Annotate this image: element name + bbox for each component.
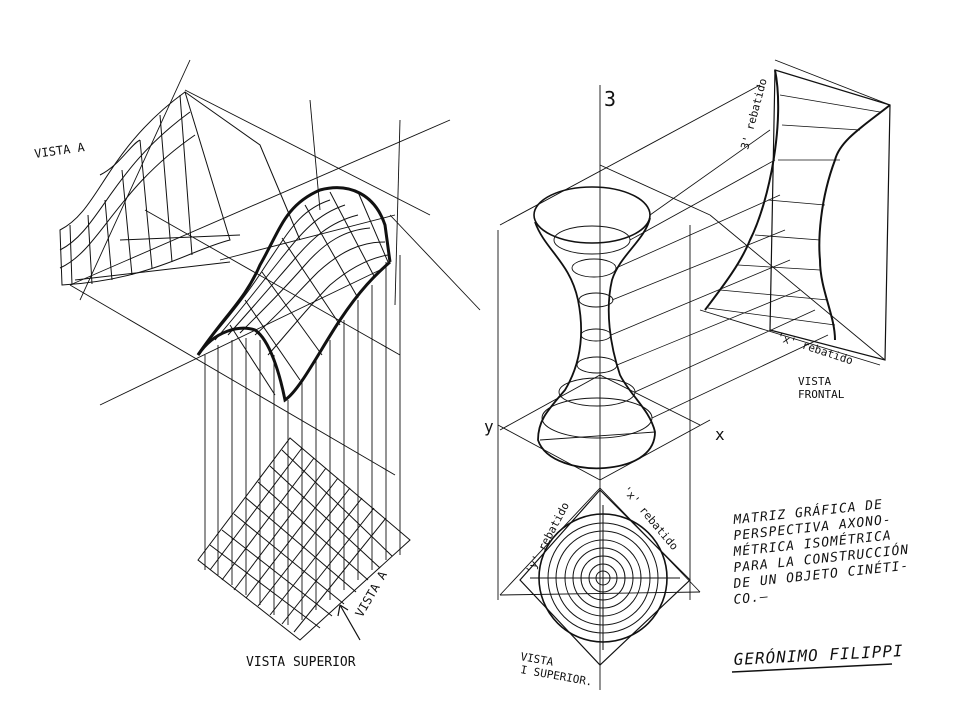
axis-y-label: y xyxy=(484,417,494,436)
axis-z-label: 3 xyxy=(604,87,616,111)
signature-underline xyxy=(731,663,893,673)
vista-a-surface xyxy=(59,91,301,286)
projection-lines xyxy=(204,255,401,625)
vista-superior-circles xyxy=(519,489,691,666)
axis-x-label: x xyxy=(715,425,725,444)
vista-frontal-profile xyxy=(704,69,891,361)
left-isometric-drawing xyxy=(59,59,481,641)
right-isometric-drawing xyxy=(497,59,891,690)
hourglass-solid xyxy=(533,129,829,470)
right-construction-lines xyxy=(497,59,891,690)
vista-a-label: VISTA A xyxy=(33,140,86,161)
vista-superior-right-line-2: I SUPERIOR. xyxy=(519,663,593,688)
left-construction-lines xyxy=(69,59,481,476)
vista-a-arrow xyxy=(337,604,361,641)
title-note: MATRIZ GRÁFICA DE PERSPECTIVA AXONO- MÉT… xyxy=(732,496,910,608)
vista-frontal-line-2: FRONTAL xyxy=(798,388,845,401)
note-line-6: CO.— xyxy=(733,589,770,608)
vista-frontal-line-1: VISTA xyxy=(798,375,831,388)
vista-superior-right-line-1: VISTA xyxy=(519,650,554,669)
top-view-grid xyxy=(197,437,411,641)
z-rebatido-label: 3' rebatido xyxy=(738,77,769,151)
signature: GERÓNIMO FILIPPI xyxy=(731,641,904,673)
vista-superior-label: VISTA SUPERIOR xyxy=(246,655,356,670)
bold-wavy-shell xyxy=(196,186,392,403)
